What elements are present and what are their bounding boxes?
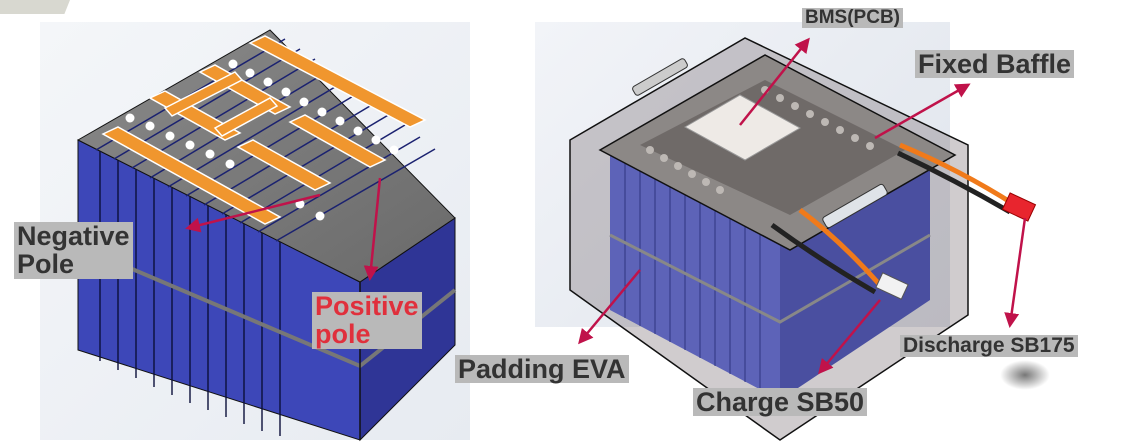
discharge-connector	[1001, 192, 1037, 222]
negative-pole-arrow	[185, 193, 321, 233]
padding-eva-label: Padding EVA	[455, 355, 629, 383]
charge-cable-orange	[798, 208, 882, 287]
fixed-baffle	[640, 80, 905, 215]
enclosure-cell-lines	[624, 158, 761, 390]
discharge-cable-black	[896, 150, 1012, 215]
negative-pole-label-line1: Negative	[17, 221, 130, 251]
charge-cable-black	[770, 222, 877, 295]
positive-pole-label-line1: Positive	[315, 291, 419, 321]
fixed-baffle-arrow	[874, 83, 971, 140]
battery-enclosure	[569, 37, 1037, 441]
baffle-holes	[646, 86, 874, 194]
enclosure-cells-front	[610, 150, 780, 400]
battery-module	[76, 29, 457, 442]
shadow	[1000, 360, 1050, 390]
positive-pole-label-line2: pole	[315, 319, 371, 350]
terminals	[125, 59, 399, 221]
busbars	[101, 35, 427, 225]
bms-board	[683, 94, 802, 161]
charge-arrow	[818, 299, 881, 375]
charge-label: Charge SB50	[693, 388, 868, 416]
cell-dividers	[99, 151, 281, 436]
bms-label: BMS(PCB)	[802, 8, 903, 28]
handle-front	[822, 183, 888, 229]
fixed-baffle-label: Fixed Baffle	[915, 50, 1075, 78]
discharge-cable-orange	[899, 142, 1017, 208]
handle-top	[632, 58, 688, 96]
negative-pole-label: Negative Pole	[14, 222, 133, 279]
charge-connector	[875, 272, 909, 300]
corner-tab	[0, 0, 70, 14]
positive-pole-arrow	[363, 177, 382, 281]
discharge-label: Discharge SB175	[900, 334, 1078, 358]
bms-arrow	[739, 37, 810, 126]
discharge-arrow	[1004, 217, 1027, 328]
positive-pole-label: Positive pole	[312, 292, 422, 349]
padding-eva-arrow	[578, 269, 641, 345]
negative-pole-label-line2: Pole	[17, 249, 75, 280]
